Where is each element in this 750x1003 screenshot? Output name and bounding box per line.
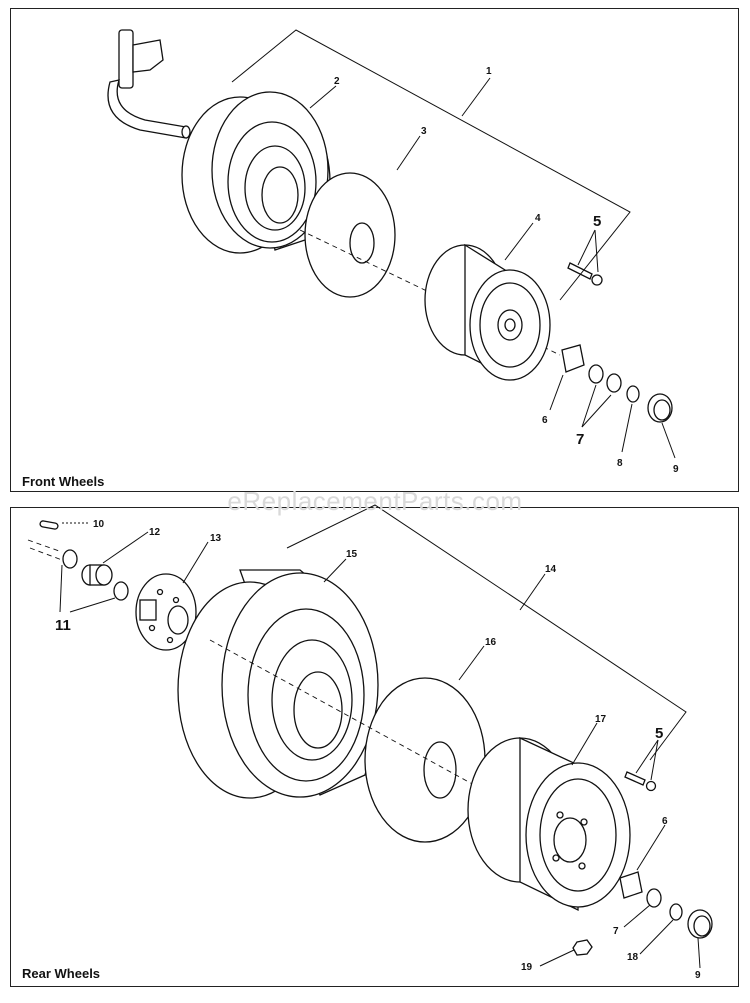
front-hub-cap (647, 393, 673, 423)
callout-10: 10 (93, 519, 105, 530)
rear-pin (39, 520, 59, 530)
callout-7: 7 (576, 431, 584, 448)
front-bearing-a (588, 364, 604, 384)
callout-4: 4 (535, 213, 541, 224)
rear-hub-cap (687, 909, 713, 939)
callout-8: 8 (617, 458, 623, 469)
callout-19: 19 (521, 962, 533, 973)
callout-13: 13 (210, 533, 222, 544)
rear-wheels-title: Rear Wheels (22, 966, 101, 981)
callout-6: 6 (542, 415, 548, 426)
callout-17: 17 (595, 714, 607, 725)
front-bearing-b (606, 373, 622, 393)
front-callout-labels: 1 2 3 4 5 6 7 8 9 (334, 66, 679, 475)
watermark: eReplacementParts.com (227, 486, 523, 516)
rear-bearing-a (62, 549, 78, 569)
rear-hub (135, 573, 197, 651)
front-retaining-ring (626, 385, 640, 403)
callout-5: 5 (593, 213, 601, 230)
front-valve-stem (567, 262, 603, 286)
callout-15: 15 (346, 549, 358, 560)
callout-11: 11 (55, 617, 71, 634)
callout-16: 16 (485, 637, 497, 648)
callout-2: 2 (334, 76, 340, 87)
rear-inner-tube (364, 677, 486, 843)
front-wheels-title: Front Wheels (22, 474, 105, 489)
callout-9: 9 (673, 464, 679, 475)
front-spindle (107, 29, 191, 139)
rear-retaining-ring (669, 903, 683, 921)
callout-14: 14 (545, 564, 557, 575)
callout-12: 12 (149, 527, 161, 538)
rear-rim (467, 736, 631, 912)
rear-tire (177, 569, 379, 799)
rear-bearing-b (113, 581, 129, 601)
callout-3: 3 (421, 126, 427, 137)
rear-callout-labels: 10 11 12 13 14 15 16 17 5 6 7 18 9 19 (55, 519, 701, 981)
callout-1: 1 (486, 66, 492, 77)
rear-bearing-c (646, 888, 662, 908)
callout-5-rear: 5 (655, 725, 663, 742)
rear-spacer (81, 564, 113, 586)
rear-lug-nut (572, 939, 593, 956)
front-inner-tube (304, 172, 396, 298)
front-washer (561, 344, 585, 373)
front-leader-lines (231, 29, 676, 459)
rear-valve-stem (624, 771, 657, 792)
front-tire (181, 91, 331, 254)
rear-washer (619, 871, 643, 899)
callout-7-rear: 7 (613, 926, 619, 937)
rear-leader-lines (59, 504, 701, 969)
callout-6-rear: 6 (662, 816, 668, 827)
callout-9-rear: 9 (695, 970, 701, 981)
callout-18: 18 (627, 952, 639, 963)
front-rim (424, 243, 551, 381)
